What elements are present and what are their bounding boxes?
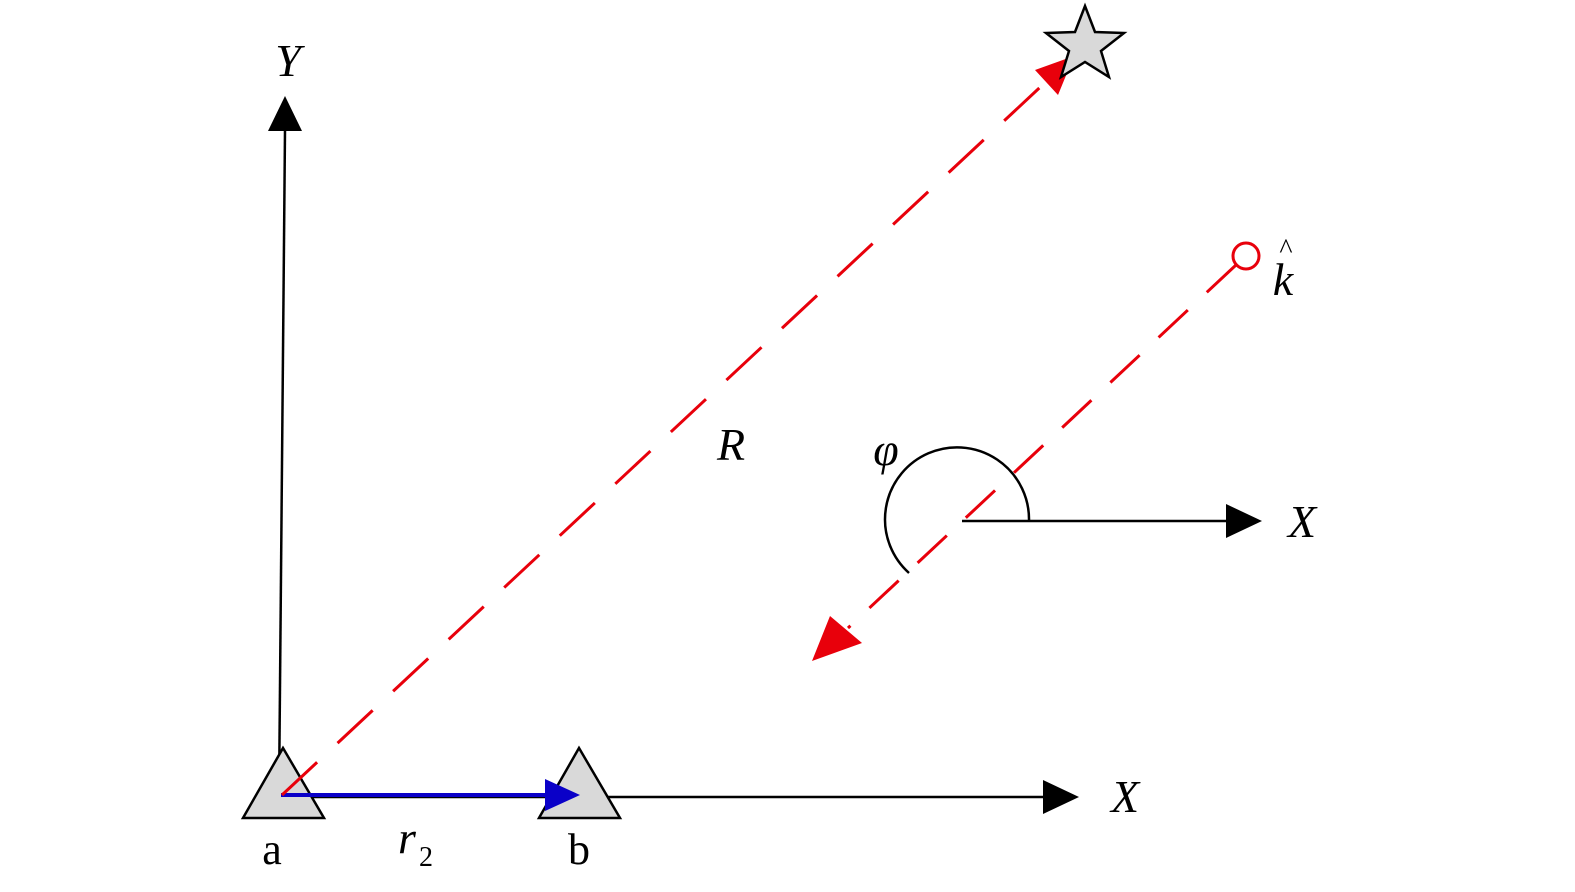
x-axis-arrowhead bbox=[1043, 780, 1079, 814]
angle-label: φ bbox=[873, 424, 898, 475]
y-axis-line bbox=[277, 129, 287, 798]
local-x-axis-label: X bbox=[1286, 496, 1318, 547]
station-b-label: b bbox=[568, 825, 590, 874]
baseline-label: r bbox=[398, 812, 417, 863]
station-a-icon bbox=[240, 745, 327, 820]
wave-vector bbox=[846, 263, 1238, 630]
wave-origin-circle-icon bbox=[1231, 241, 1261, 271]
baseline-arrowhead bbox=[545, 779, 580, 811]
range-label: R bbox=[716, 419, 745, 470]
angle-arc bbox=[883, 446, 1031, 574]
local-x-axis-arrowhead bbox=[1226, 504, 1262, 538]
wave-vector-label: k bbox=[1273, 254, 1295, 305]
range-vector bbox=[280, 76, 1052, 797]
x-axis-label: X bbox=[1109, 771, 1141, 822]
wave-vector-arrowhead bbox=[812, 616, 862, 661]
station-a-label: a bbox=[262, 825, 282, 874]
wave-vector-hat: ^ bbox=[1279, 234, 1292, 265]
y-axis-label: Y bbox=[275, 35, 305, 86]
baseline-label-subscript: 2 bbox=[419, 842, 433, 873]
source-star-icon bbox=[1042, 2, 1128, 80]
y-axis-arrowhead bbox=[268, 96, 302, 131]
